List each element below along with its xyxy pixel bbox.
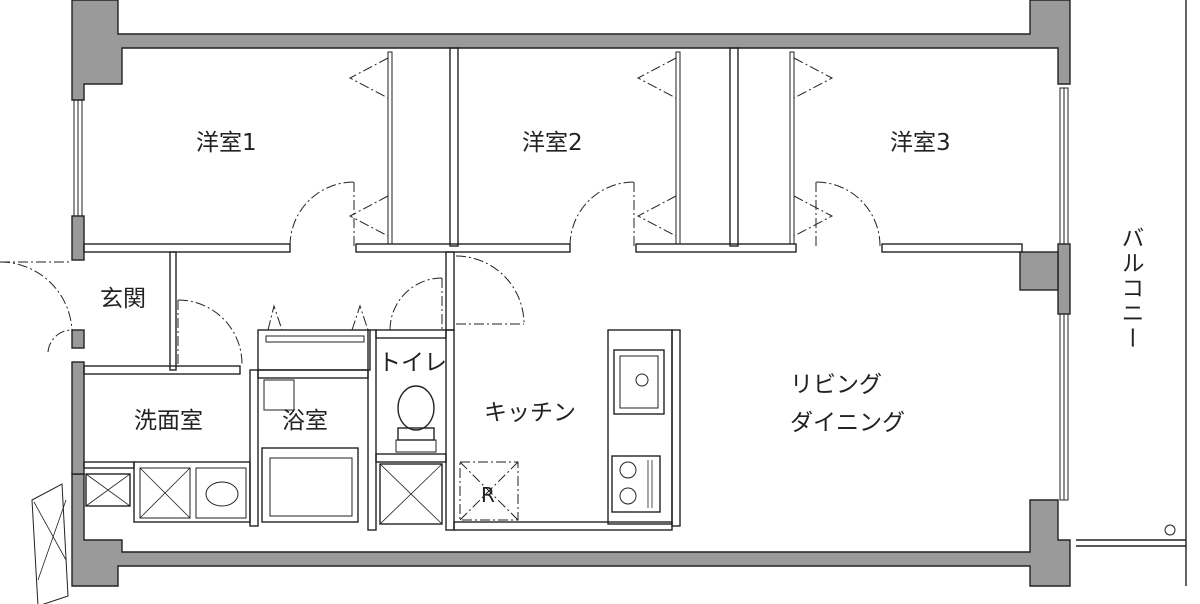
windows xyxy=(73,87,1069,501)
label-balcony: バルコニー xyxy=(1117,226,1144,351)
label-refrigerator: R xyxy=(481,483,495,507)
label-living-line-2: ダイニング xyxy=(790,410,905,436)
label-bathroom: 浴室 xyxy=(282,408,328,434)
doors xyxy=(0,181,881,365)
fixtures xyxy=(31,349,665,604)
label-western-room-2: 洋室2 xyxy=(522,130,583,156)
label-toilet: トイレ xyxy=(378,350,447,376)
label-kitchen: キッチン xyxy=(484,400,576,426)
label-washroom: 洗面室 xyxy=(134,408,203,434)
interior-walls xyxy=(83,47,1023,531)
closet-doors xyxy=(267,57,834,331)
label-western-room-3: 洋室3 xyxy=(890,130,951,156)
balcony xyxy=(1076,0,1187,586)
room-labels: 洋室1 洋室2 洋室3 玄関 洗面室 浴室 トイレ キッチン リビング ダイニン… xyxy=(100,130,1144,507)
label-western-room-1: 洋室1 xyxy=(196,130,257,156)
label-entrance: 玄関 xyxy=(100,286,146,312)
exterior-walls xyxy=(71,0,1071,587)
label-living-line-1: リビング xyxy=(790,372,882,398)
